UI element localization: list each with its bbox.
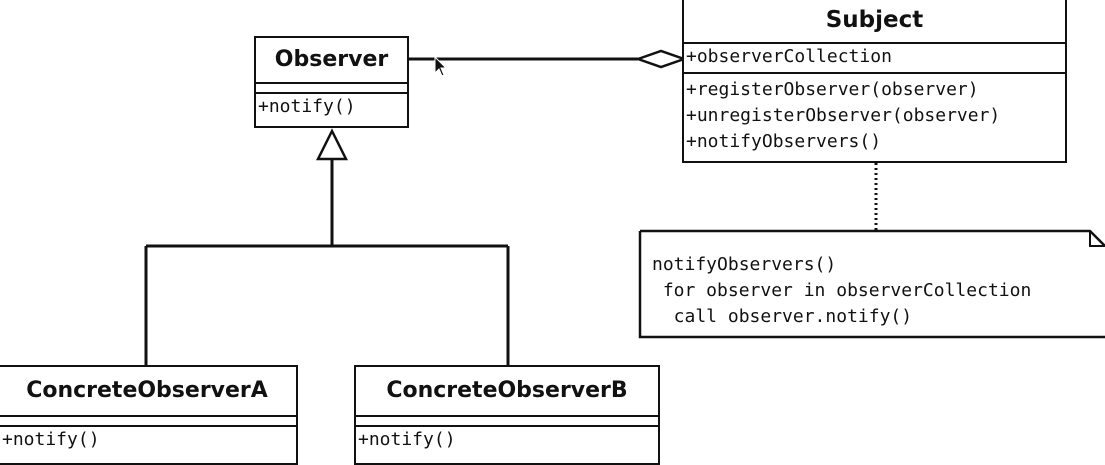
aggregation-diamond — [634, 49, 688, 69]
note: notifyObservers() for observer in observ… — [639, 230, 1105, 338]
concrete-observer-a-class[interactable]: ConcreteObserverA +notify() — [0, 365, 298, 465]
subject-class[interactable]: Subject +observerCollection +registerObs… — [682, 0, 1067, 163]
generalization-arrowhead — [315, 128, 349, 161]
concrete-observer-b-operations: +notify() — [356, 427, 658, 453]
concrete-observer-a-operations: +notify() — [0, 427, 296, 453]
concrete-observer-b-attributes — [356, 417, 658, 427]
concrete-observer-a-operation: +notify() — [2, 429, 100, 450]
observer-class-name: Observer — [256, 38, 407, 84]
concrete-observer-b-class-name: ConcreteObserverB — [356, 367, 658, 417]
note-fold-corner — [1089, 231, 1105, 247]
note-line: call observer.notify() — [652, 306, 913, 327]
observer-attributes — [256, 84, 407, 94]
observer-operations: +notify() — [256, 94, 407, 120]
concrete-observer-a-class-name: ConcreteObserverA — [0, 367, 296, 417]
subject-attributes: +observerCollection — [684, 44, 1065, 74]
subject-operation: +registerObserver(observer) — [686, 79, 979, 100]
note-line: notifyObservers() — [652, 254, 837, 275]
subject-operation: +notifyObservers() — [686, 131, 882, 152]
subject-class-name: Subject — [684, 0, 1065, 44]
subject-operation: +unregisterObserver(observer) — [686, 105, 1001, 126]
subject-attribute: +observerCollection — [686, 46, 892, 67]
concrete-observer-b-operation: +notify() — [358, 429, 456, 450]
note-line: for observer in observerCollection — [652, 280, 1032, 301]
concrete-observer-a-attributes — [0, 417, 296, 427]
mouse-pointer-icon — [434, 56, 448, 77]
observer-class[interactable]: Observer +notify() — [254, 36, 409, 128]
concrete-observer-b-class[interactable]: ConcreteObserverB +notify() — [354, 365, 660, 465]
subject-operations: +registerObserver(observer) +unregisterO… — [684, 74, 1065, 155]
observer-operation: +notify() — [258, 96, 356, 117]
